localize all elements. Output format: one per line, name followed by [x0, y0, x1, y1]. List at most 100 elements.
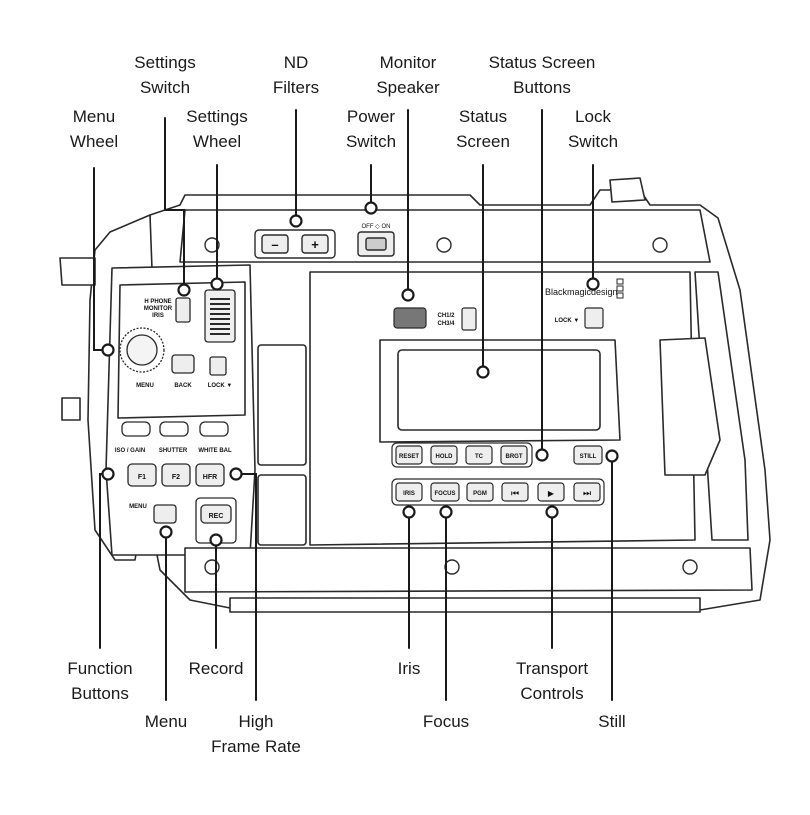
callout-markers	[101, 201, 619, 547]
callout-settings-wheel: Settings Wheel	[186, 107, 248, 151]
rec-button[interactable]	[200, 504, 232, 524]
brand-logo: Blackmagicdesign	[545, 287, 618, 297]
screw	[204, 237, 220, 253]
ch34-label: CH3/4	[437, 321, 455, 327]
inner-panel-left	[257, 344, 307, 466]
button-row-lower-frame	[391, 478, 605, 506]
screw	[682, 559, 698, 575]
callout-transport-controls: Transport Controls	[515, 659, 589, 703]
nd-minus-label: –	[271, 237, 278, 252]
hold-button[interactable]	[430, 445, 458, 465]
iso-gain-label: ISO / GAIN	[115, 448, 145, 454]
white-bal-switch[interactable]	[199, 421, 229, 437]
f2-label: F2	[172, 474, 180, 481]
rear-knob	[609, 177, 646, 203]
focus-button[interactable]	[430, 482, 460, 502]
ch12-label: CH1/2	[437, 313, 455, 319]
still-button[interactable]	[573, 445, 603, 465]
nd-minus-button[interactable]	[261, 234, 289, 254]
lower-base	[184, 547, 753, 593]
leader-hfr	[241, 473, 257, 701]
brand-logo-mark	[616, 278, 624, 299]
brgt-button[interactable]	[500, 445, 528, 465]
back-label: BACK	[174, 383, 192, 389]
headphone-label-line1: H PHONE	[144, 299, 171, 305]
callout-still: Still	[598, 712, 626, 731]
callout-status-screen-buttons: Status Screen Buttons	[488, 53, 596, 97]
brgt-label: BRGT	[506, 454, 523, 460]
iris-button[interactable]	[395, 482, 423, 502]
white-bal-label: WHITE BAL	[198, 448, 232, 454]
right-handle	[659, 337, 721, 476]
shutter-switch[interactable]	[159, 421, 189, 437]
hold-label: HOLD	[436, 454, 454, 460]
tc-button[interactable]	[465, 445, 493, 465]
button-row-upper-frame	[391, 442, 533, 468]
f1-button[interactable]	[127, 463, 157, 487]
menu-wheel-label: MENU	[136, 383, 154, 389]
callout-menu-wheel: Menu Wheel	[69, 107, 119, 151]
speaker-grille	[393, 307, 427, 329]
pgm-label: PGM	[473, 491, 487, 497]
inner-panel-left-bottom	[257, 474, 307, 546]
iso-gain-switch[interactable]	[121, 421, 151, 437]
callout-status-screen: Status Screen	[456, 107, 510, 151]
settings-wheel-grip	[210, 298, 230, 335]
settings-switch[interactable]	[175, 297, 191, 323]
reset-button[interactable]	[395, 445, 423, 465]
callout-menu: Menu	[144, 712, 188, 731]
lock-switch-right[interactable]	[584, 307, 604, 329]
iris-label: IRIS	[403, 491, 415, 497]
back-button[interactable]	[171, 354, 195, 374]
callout-function-buttons: Function Buttons	[67, 659, 133, 703]
forward-button[interactable]	[573, 482, 601, 502]
menu-button[interactable]	[153, 504, 177, 524]
power-switch-slider	[365, 237, 387, 251]
right-side-panel	[694, 271, 749, 541]
nd-plus-label: +	[311, 237, 319, 252]
still-label: STILL	[580, 454, 597, 460]
rewind-icon: ⏮	[511, 488, 519, 498]
left-strap-tab	[59, 257, 96, 286]
leader-settings-switch	[164, 117, 185, 291]
base-rail	[229, 597, 701, 613]
tc-label: TC	[475, 454, 484, 460]
lock-left-label: LOCK ▼	[208, 383, 233, 389]
screw	[436, 237, 452, 253]
status-screen-glass	[397, 349, 601, 431]
rewind-button[interactable]	[501, 482, 529, 502]
focus-label: FOCUS	[435, 491, 456, 497]
hfr-label: HFR	[203, 474, 217, 481]
screw	[444, 559, 460, 575]
screw	[652, 237, 668, 253]
shutter-label: SHUTTER	[159, 448, 188, 454]
forward-icon: ⏭	[583, 488, 591, 498]
callout-high-frame-rate: High Frame Rate	[211, 712, 301, 756]
callout-lock-switch: Lock Switch	[567, 107, 619, 151]
nd-plus-button[interactable]	[301, 234, 329, 254]
callout-settings-switch: Settings Switch	[134, 53, 196, 97]
power-label: OFF ◇ ON	[362, 224, 391, 230]
reset-label: RESET	[399, 454, 419, 460]
headphone-label-line2: MONITOR	[144, 306, 173, 312]
rec-label: REC	[209, 513, 224, 520]
callout-nd-filters: ND Filters	[272, 53, 320, 97]
channel-switch[interactable]	[461, 307, 477, 331]
pgm-button[interactable]	[466, 482, 494, 502]
callout-focus: Focus	[422, 712, 470, 731]
menu-wheel-hub	[126, 334, 158, 366]
headphone-label-line3: IRIS	[152, 313, 164, 319]
hfr-button[interactable]	[195, 463, 225, 487]
f2-button[interactable]	[161, 463, 191, 487]
callout-iris: Iris	[397, 659, 421, 678]
play-icon: ▶	[548, 489, 555, 498]
play-button[interactable]	[537, 482, 565, 502]
menu-lower-label: MENU	[129, 504, 147, 510]
lock-switch-left[interactable]	[209, 356, 227, 376]
callout-monitor-speaker: Monitor Speaker	[376, 53, 440, 97]
callout-record: Record	[188, 659, 244, 678]
f1-label: F1	[138, 474, 146, 481]
lock-right-label: LOCK ▼	[555, 318, 580, 324]
